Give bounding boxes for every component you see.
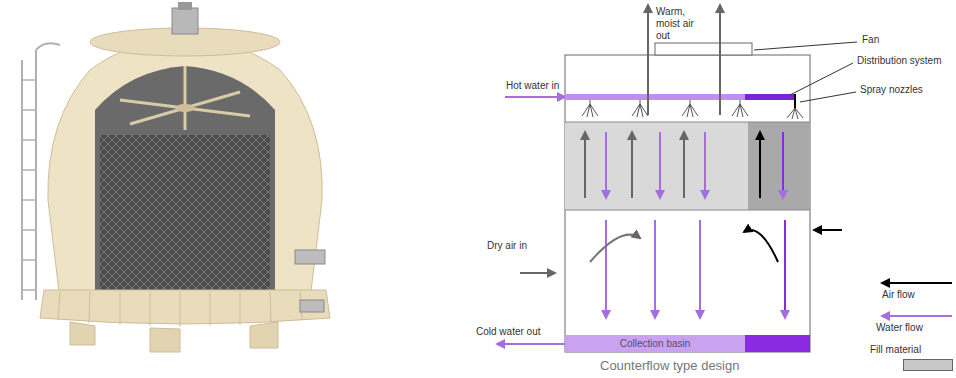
band-label: Collection basin [620,338,691,349]
inlet-label: Hot water in [506,80,559,92]
distribution-label: Distribution system [857,55,941,67]
legend-text: Air flow [882,289,915,300]
caption: Counterflow type design [600,358,739,373]
nozzle-label: Spray nozzles [860,84,923,96]
outlet-label: Cold water out [476,326,540,338]
air-out-label: Warm, moist air out [656,6,702,42]
fan-housing [655,43,752,55]
legend-text: Fill material [870,344,921,355]
tower-illustration [22,2,330,352]
collection-basin: Collection basin [565,335,745,352]
fan-label: Fan [862,34,879,46]
air-in-label: Dry air in [487,240,527,252]
legend-swatch [903,359,953,371]
legend-text: Water flow [876,322,923,333]
counterflow-schematic [497,5,952,352]
